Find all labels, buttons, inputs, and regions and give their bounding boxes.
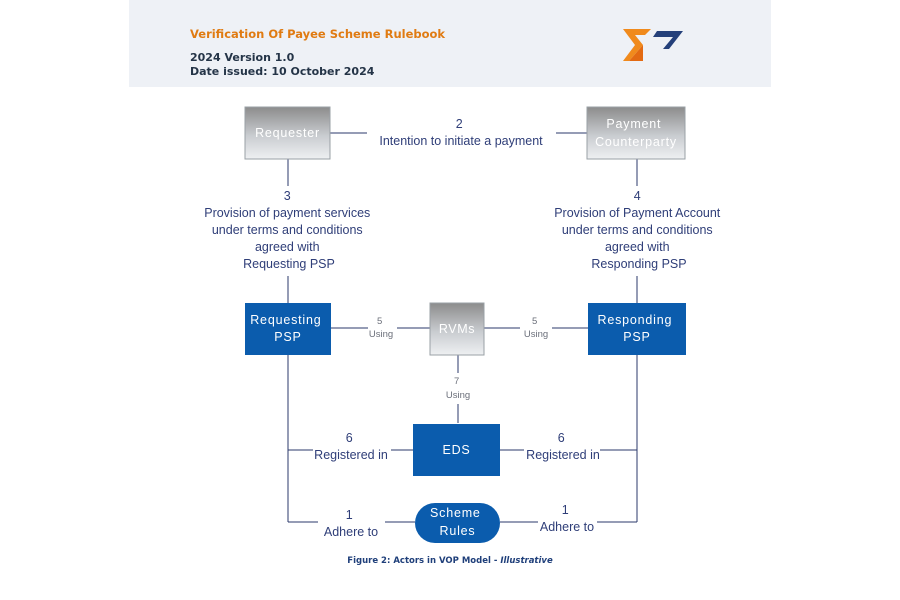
link-4-label: 4 Provision of Payment Account under ter… (554, 189, 724, 271)
node-payment-counterparty: Payment Counterparty (586, 106, 686, 160)
caption-text: Figure 2: Actors in VOP Model - (347, 556, 501, 566)
link-number: 1 (346, 508, 353, 522)
link-text: Provision of payment services (204, 206, 370, 220)
link-text: Adhere to (540, 520, 594, 534)
link-text: under terms and conditions (212, 223, 363, 237)
link-2-label: 2 Intention to initiate a payment (379, 117, 543, 148)
link-7-label: 7 Using (446, 376, 470, 401)
link-text: Using (446, 390, 470, 401)
node-scheme-rules-label-1: Scheme (430, 506, 481, 520)
svg-text:Requesting PSP: Requesting PSP (250, 313, 326, 344)
link-text: Registered in (314, 448, 388, 462)
node-responding-psp: Responding PSP (588, 303, 686, 355)
caption-italic: Illustrative (500, 556, 553, 566)
link-number: 6 (558, 431, 565, 445)
svg-text:Requester: Requester (255, 126, 320, 140)
link-text: Using (369, 329, 393, 340)
node-requesting-psp-label-1: Requesting (250, 313, 321, 327)
figure-caption: Figure 2: Actors in VOP Model - Illustra… (0, 556, 900, 566)
svg-text:Payment Counterparty: Payment Counterparty (595, 117, 677, 149)
link-text: Requesting PSP (243, 257, 335, 271)
link-number: 5 (377, 316, 382, 327)
node-scheme-rules: Scheme Rules (415, 503, 500, 543)
link-text: agreed with (255, 240, 320, 254)
node-responding-psp-label-1: Responding (598, 313, 673, 327)
document-version: 2024 Version 1.0 (190, 51, 295, 64)
link-text: Responding PSP (591, 257, 686, 271)
document-date: Date issued: 10 October 2024 (190, 65, 375, 78)
link-number: 4 (634, 189, 641, 203)
link-text: Using (524, 329, 548, 340)
link-number: 7 (454, 376, 459, 387)
link-1-right-label: 1 Adhere to (540, 503, 594, 534)
document-title: Verification Of Payee Scheme Rulebook (190, 27, 446, 41)
link-text: Provision of Payment Account (554, 206, 721, 220)
link-number: 2 (456, 117, 463, 131)
link-text: Registered in (526, 448, 600, 462)
svg-text:EDS: EDS (442, 443, 470, 457)
link-text: Intention to initiate a payment (379, 134, 543, 148)
link-5-left-label: 5 Using (369, 316, 393, 340)
node-eds-label: EDS (442, 443, 470, 457)
link-1-left-label: 1 Adhere to (324, 508, 378, 539)
node-responding-psp-label-2: PSP (623, 330, 650, 344)
node-payment-counterparty-label-2: Counterparty (595, 135, 677, 149)
node-rvms-label: RVMs (439, 322, 475, 336)
node-scheme-rules-label-2: Rules (440, 524, 476, 538)
link-text: under terms and conditions (562, 223, 713, 237)
connector-lines (287, 132, 638, 523)
node-eds: EDS (413, 424, 500, 476)
link-3-label: 3 Provision of payment services under te… (204, 189, 374, 271)
svg-text:Scheme Rules: Scheme Rules (430, 506, 485, 538)
node-rvms: RVMs (429, 302, 485, 356)
link-text: Adhere to (324, 525, 378, 539)
link-text: agreed with (605, 240, 670, 254)
link-number: 6 (346, 431, 353, 445)
link-number: 1 (562, 503, 569, 517)
svg-text:Responding PSP: Responding PSP (598, 313, 677, 344)
node-payment-counterparty-label-1: Payment (606, 117, 661, 131)
epc-logo-icon (623, 29, 683, 61)
link-6-left-label: 6 Registered in (314, 431, 388, 462)
node-requesting-psp-label-2: PSP (274, 330, 301, 344)
link-6-right-label: 6 Registered in (526, 431, 600, 462)
node-requester-label: Requester (255, 126, 320, 140)
node-requester: Requester (244, 106, 331, 160)
page-header: Verification Of Payee Scheme Rulebook 20… (129, 0, 771, 87)
link-number: 5 (532, 316, 537, 327)
link-5-right-label: 5 Using (524, 316, 548, 340)
node-requesting-psp: Requesting PSP (245, 303, 331, 355)
link-number: 3 (284, 189, 291, 203)
svg-text:RVMs: RVMs (439, 322, 475, 336)
